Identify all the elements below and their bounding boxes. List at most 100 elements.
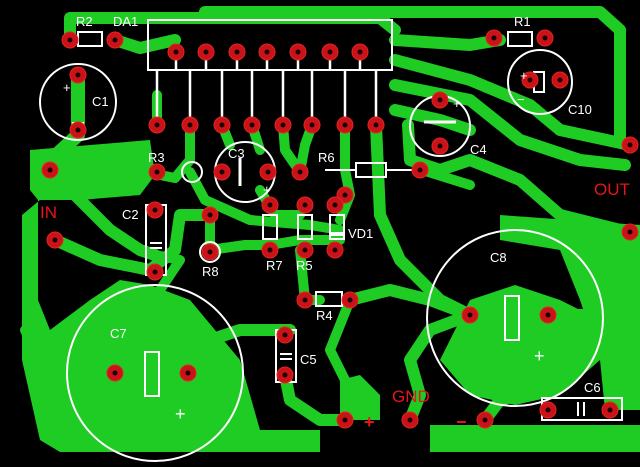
pad-hole-26 xyxy=(219,169,225,175)
pad-hole-32 xyxy=(152,207,158,213)
r1-outline xyxy=(507,31,533,47)
labels: R2 DA1 R1 C1 C10 C4 R3 C3 R6 OUT IN C2 V… xyxy=(40,14,630,432)
c10-outline xyxy=(507,49,573,115)
label-c5: C5 xyxy=(300,352,317,367)
da1-ic-outline xyxy=(147,19,393,71)
pad-hole-16 xyxy=(295,49,301,55)
label-c8-plus: + xyxy=(534,346,545,366)
pad-hole-33 xyxy=(152,269,158,275)
label-vminus: − xyxy=(456,412,467,432)
label-c3: C3 xyxy=(228,146,245,161)
pad-hole-19 xyxy=(75,72,81,78)
pad-hole-36 xyxy=(302,202,308,208)
label-c10-minus: − xyxy=(517,92,525,107)
r3-outline xyxy=(181,161,203,183)
label-r5: R5 xyxy=(296,258,313,273)
pad-hole-50 xyxy=(407,417,413,423)
label-c6: C6 xyxy=(584,380,601,395)
pad-hole-48 xyxy=(282,372,288,378)
pad-hole-21 xyxy=(527,77,533,83)
pad-hole-18 xyxy=(357,49,363,55)
r8-outline xyxy=(199,241,221,263)
pad-hole-30 xyxy=(417,167,423,173)
label-out: OUT xyxy=(594,180,630,199)
pad-hole-8 xyxy=(280,122,286,128)
c7-body xyxy=(144,351,160,397)
pad-hole-46 xyxy=(185,370,191,376)
pad-hole-52 xyxy=(545,407,551,413)
pad-hole-42 xyxy=(347,297,353,303)
pad-hole-45 xyxy=(112,370,118,376)
pad-hole-6 xyxy=(219,122,225,128)
output-pour-right xyxy=(500,215,640,410)
pad-hole-5 xyxy=(187,122,193,128)
pad-hole-29 xyxy=(342,192,348,198)
pad-hole-15 xyxy=(264,49,270,55)
label-r7: R7 xyxy=(266,258,283,273)
label-c4: C4 xyxy=(470,142,487,157)
pad-hole-49 xyxy=(342,417,348,423)
pad-hole-12 xyxy=(173,49,179,55)
pad-hole-13 xyxy=(203,49,209,55)
label-c10: C10 xyxy=(568,102,592,117)
label-gnd: GND xyxy=(392,387,430,406)
pad-hole-22 xyxy=(557,77,563,83)
pad-hole-43 xyxy=(467,312,473,318)
pad-hole-24 xyxy=(437,143,443,149)
pad-hole-4 xyxy=(154,122,160,128)
label-vd1: VD1 xyxy=(348,226,373,241)
pad-hole-11 xyxy=(373,122,379,128)
pad-hole-39 xyxy=(302,247,308,253)
pad-hole-17 xyxy=(327,49,333,55)
pad-hole-23 xyxy=(437,97,443,103)
label-da1: DA1 xyxy=(113,14,138,29)
label-c1-plus: + xyxy=(63,80,71,95)
pad-hole-25 xyxy=(154,169,160,175)
label-r2: R2 xyxy=(76,14,93,29)
c8-outline xyxy=(426,229,604,407)
pad-hole-53 xyxy=(607,407,613,413)
label-c4-plus: + xyxy=(453,96,461,111)
c7-outline xyxy=(66,284,244,462)
label-r8: R8 xyxy=(202,264,219,279)
pad-hole-56 xyxy=(627,142,633,148)
label-r6: R6 xyxy=(318,150,335,165)
label-c2: C2 xyxy=(122,207,139,222)
pad-hole-3 xyxy=(542,35,548,41)
c1-outline xyxy=(39,63,117,141)
label-c1: C1 xyxy=(92,94,109,109)
pad-hole-27 xyxy=(265,169,271,175)
label-r1: R1 xyxy=(514,14,531,29)
pad-hole-10 xyxy=(342,122,348,128)
pad-hole-54 xyxy=(47,167,53,173)
copper-traces xyxy=(20,6,636,426)
pad-hole-1 xyxy=(112,37,118,43)
pad-hole-34 xyxy=(207,249,213,255)
pad-hole-55 xyxy=(52,237,58,243)
label-r3: R3 xyxy=(148,150,165,165)
pad-hole-41 xyxy=(302,297,308,303)
pad-hole-14 xyxy=(234,49,240,55)
r5-outline xyxy=(297,214,313,240)
pad-hole-28 xyxy=(297,169,303,175)
pad-hole-38 xyxy=(267,247,273,253)
ground-pour-bottom-right xyxy=(430,425,640,452)
pad-hole-2 xyxy=(491,35,497,41)
r7-outline xyxy=(262,214,278,240)
vd1-outline xyxy=(329,214,345,240)
pad-hole-37 xyxy=(332,202,338,208)
pad-hole-35 xyxy=(267,202,273,208)
label-c7: C7 xyxy=(110,326,127,341)
pad-hole-9 xyxy=(309,122,315,128)
pad-hole-44 xyxy=(545,312,551,318)
label-c10-plus: + xyxy=(520,68,528,83)
pads xyxy=(41,29,639,429)
label-c7-plus: + xyxy=(175,404,186,424)
pad-hole-20 xyxy=(75,127,81,133)
label-r4: R4 xyxy=(316,308,333,323)
pad-hole-57 xyxy=(627,229,633,235)
label-c8: C8 xyxy=(490,250,507,265)
c8-body xyxy=(504,295,520,341)
